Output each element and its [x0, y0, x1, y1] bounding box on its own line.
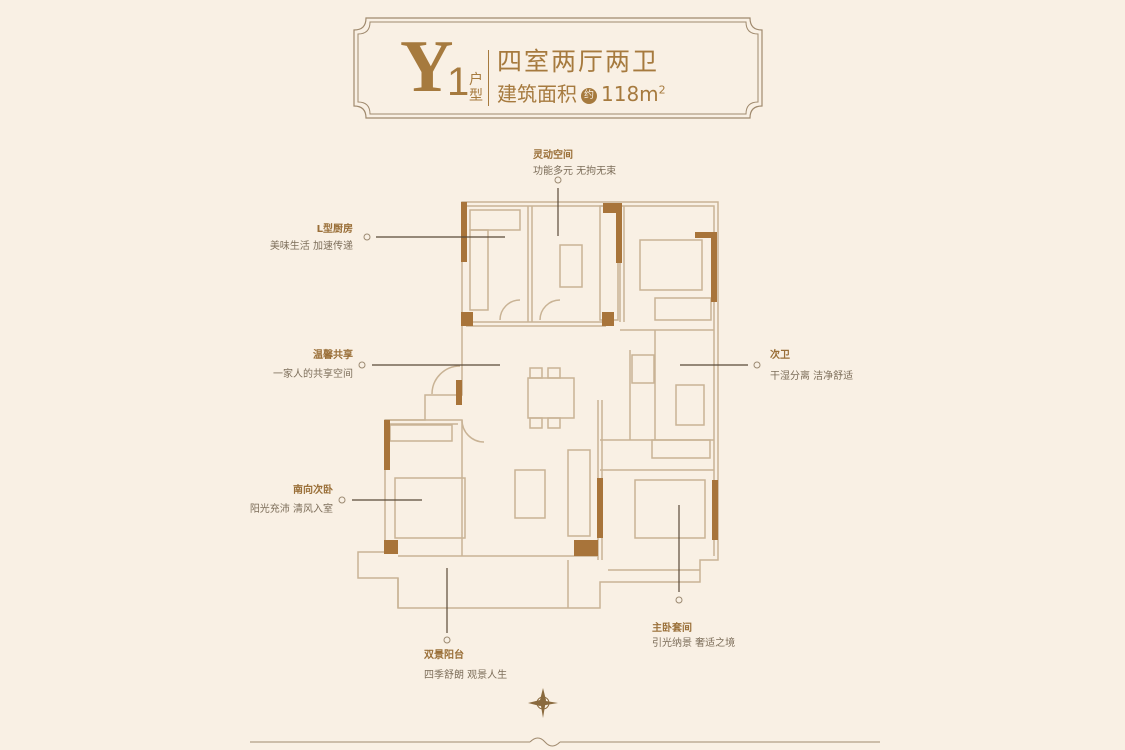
area-unit-sup: 2	[658, 83, 666, 97]
balcony-title: 双景阳台	[424, 650, 464, 661]
layout-title: 四室两厅两卫	[497, 47, 660, 76]
area-label: 建筑面积	[497, 82, 577, 106]
unit-type-letter: Y	[400, 26, 454, 108]
second-bath-desc: 干湿分离 洁净舒适	[770, 371, 854, 382]
south-bedroom-title: 南向次卧	[293, 485, 333, 496]
area-value: 118m	[601, 82, 659, 106]
title-frame	[353, 17, 763, 119]
title-divider	[488, 50, 489, 106]
flex-space-desc: 功能多元 无拘无束	[533, 166, 617, 177]
master-suite-desc: 引光纳景 奢适之境	[652, 638, 736, 649]
living-title: 温馨共享	[313, 350, 353, 361]
flex-space-title: 灵动空间	[533, 150, 573, 161]
second-bath-title: 次卫	[770, 350, 790, 361]
unit-type-number: 1	[447, 60, 470, 104]
kitchen-desc: 美味生活 加速传递	[269, 241, 353, 252]
kitchen-title: L型厨房	[316, 224, 353, 235]
marker-flex-space	[554, 176, 562, 184]
bottom-ornament	[250, 737, 880, 747]
south-bedroom-desc: 阳光充沛 清风入室	[249, 504, 333, 515]
master-suite-title: 主卧套间	[652, 623, 692, 634]
compass-icon	[528, 688, 558, 718]
balcony-desc: 四季舒朗 观景人生	[424, 670, 508, 681]
living-desc: 一家人的共享空间	[273, 369, 353, 380]
unit-type-label: 户型	[469, 72, 483, 104]
approx-badge: 约	[581, 88, 597, 104]
